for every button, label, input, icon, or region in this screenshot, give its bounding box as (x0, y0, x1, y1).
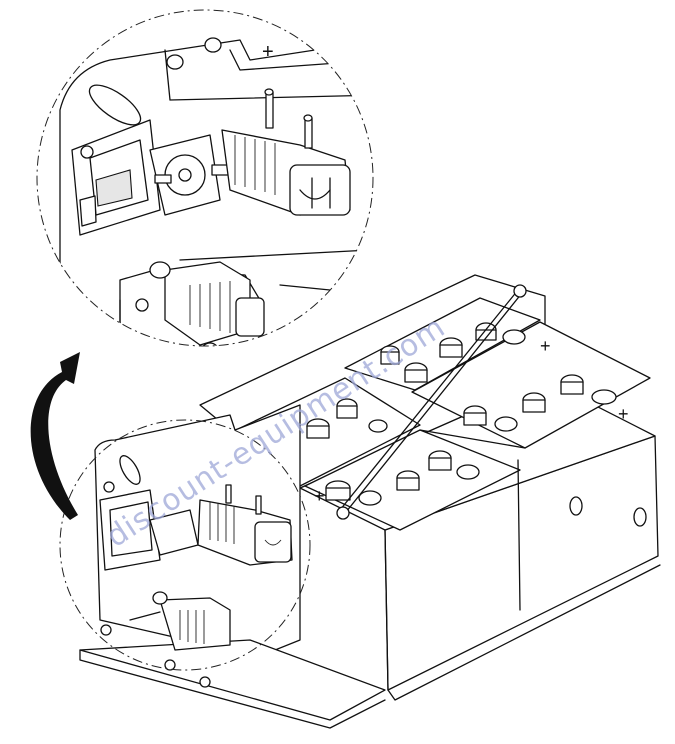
curved-arrow-icon (30, 352, 80, 520)
plus-mark: + (314, 486, 325, 506)
plus-mark: + (618, 404, 629, 424)
detail-callout-circle-large (36, 9, 374, 347)
plus-mark: + (262, 41, 274, 63)
lower-detail-assembly (79, 404, 386, 729)
connector-plug-icon (221, 129, 351, 216)
detail-callout-circle-small (59, 419, 311, 671)
connector-plug-icon (209, 502, 292, 563)
enlarged-detail: + (37, 10, 373, 346)
plus-mark: + (540, 336, 551, 356)
